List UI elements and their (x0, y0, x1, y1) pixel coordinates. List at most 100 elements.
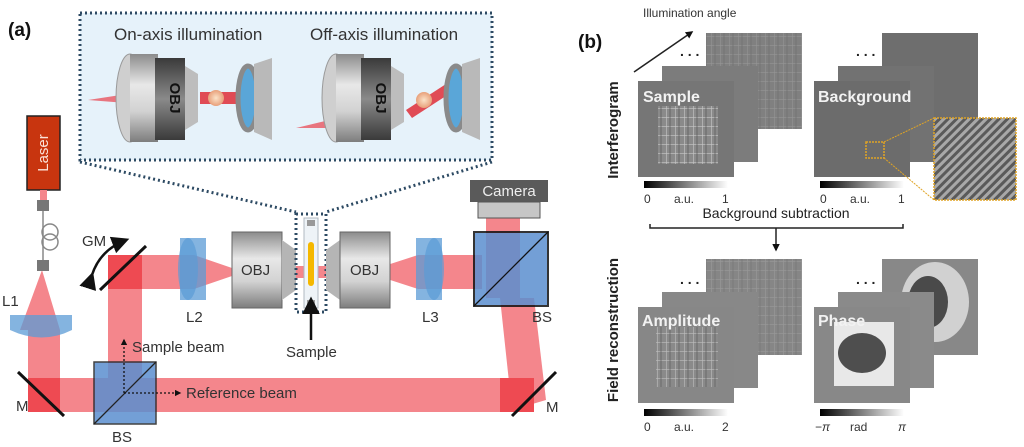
objective-left-barrel (231, 231, 283, 309)
colorbar-amplitude: 0 a.u. 2 (644, 409, 729, 434)
ellipsis-icon: . . . (680, 271, 699, 287)
galvo-mirror-label: GM (82, 233, 106, 250)
sample-holder-frame (294, 212, 328, 314)
colorbar-phase-min: −π (815, 420, 831, 434)
camera-mount (477, 201, 541, 219)
inset-off-axis-objective: OBJ (296, 53, 480, 143)
mirror-right (510, 370, 558, 418)
zoom-connector-top (883, 117, 935, 143)
lens-l1-label: L1 (2, 293, 19, 310)
sample-beam-label: Sample beam (132, 339, 225, 356)
sample-bead (208, 90, 224, 106)
colorbar-phase-unit: rad (850, 420, 867, 434)
colorbar-sample-max: 1 (722, 192, 729, 206)
colorbar-phase-max: π (898, 420, 907, 434)
sample-image-stack: Sample . . . (638, 33, 802, 177)
colorbar-sample: 0 a.u. 1 (644, 181, 729, 206)
beamsplitter-right: BS (473, 231, 552, 326)
ellipsis-icon: . . . (856, 271, 875, 287)
panel-a-label: (a) (8, 20, 31, 41)
fiber-loop-icon (41, 223, 59, 241)
camera: Camera (470, 180, 548, 219)
fringe-zoom-inset (933, 117, 1017, 201)
slide-clip-top (307, 220, 315, 226)
fiber-loop-icon (41, 233, 59, 251)
colorbar-background: 0 a.u. 1 (820, 181, 905, 206)
sample-label: Sample (286, 344, 337, 361)
lens-l2-curve (178, 238, 198, 300)
objective-left-label: OBJ (241, 262, 270, 279)
objective-left: OBJ (231, 231, 296, 309)
illumination-angle-label: Illumination angle (643, 6, 737, 20)
mirror-right-label: M (546, 399, 559, 416)
bs-left-label: BS (112, 429, 132, 446)
colorbar-gradient (820, 409, 904, 416)
phase-image-stack: Phase . . . (814, 259, 978, 403)
objective-tip (185, 66, 198, 130)
subtraction-bracket (649, 224, 904, 229)
colorbar-gradient (820, 181, 904, 188)
beam-overlap (500, 378, 534, 412)
objective-right-tip (326, 240, 340, 300)
mirror-left-label: M (16, 398, 29, 415)
objective-left-tip (282, 240, 296, 300)
beam-overlap (108, 255, 142, 289)
inset-on-axis-objective: OBJ (88, 53, 272, 143)
lens-l1-shape (10, 315, 72, 338)
colorbar-background-max: 1 (898, 192, 905, 206)
amplitude-image-stack: Amplitude . . . (638, 259, 802, 403)
colorbar-sample-min: 0 (644, 192, 651, 206)
row-interferogram-label: Interferogram (605, 81, 622, 179)
row-field-reconstruction-label: Field reconstruction (605, 258, 622, 402)
illumination-inset: On-axis illumination Off-axis illuminati… (78, 11, 494, 162)
background-image-stack: Background . . . (814, 33, 1017, 201)
beamsplitter-left: BS (93, 361, 157, 446)
colorbar-sample-unit: a.u. (674, 192, 694, 206)
inset-off-axis-title: Off-axis illumination (310, 25, 458, 44)
galvo-mirror: GM (79, 233, 148, 292)
fiber-coupler-bottom (37, 260, 49, 271)
zoom-region-box (865, 141, 885, 159)
laser-output (40, 190, 47, 200)
panel-b-label: (b) (578, 32, 602, 53)
ellipsis-icon: . . . (856, 43, 875, 59)
objective-barrel (336, 54, 364, 142)
camera-body (470, 180, 548, 202)
laser-source: Laser (26, 115, 61, 271)
sample-grid-texture (658, 106, 718, 164)
background-image-title: Background (818, 89, 911, 106)
phase-image-title: Phase (818, 313, 865, 330)
lens-l2-label: L2 (186, 309, 203, 326)
lens-l3: L3 (416, 238, 444, 326)
bs-right-label: BS (532, 309, 552, 326)
objective-right-barrel (339, 231, 391, 309)
phase-cell (838, 333, 886, 373)
rotate-arrow-icon (79, 236, 130, 292)
colorbar-background-min: 0 (820, 192, 827, 206)
background-image-front (814, 81, 910, 177)
amplitude-grid-texture (656, 327, 718, 387)
mirror-left (16, 370, 66, 418)
sample-image-title: Sample (643, 89, 700, 106)
lens-l1: L1 (2, 293, 72, 338)
colorbar-gradient (644, 409, 728, 416)
inset-connector-right (325, 160, 493, 214)
beam-l3 (378, 255, 418, 289)
ellipsis-icon: . . . (680, 43, 699, 59)
objective-right-label: OBJ (350, 262, 379, 279)
objective-barrel (130, 54, 158, 142)
background-subtraction-label: Background subtraction (702, 205, 849, 221)
inset-on-axis-title: On-axis illumination (114, 25, 262, 44)
colorbar-amplitude-max: 2 (722, 420, 729, 434)
colorbar-background-unit: a.u. (850, 192, 870, 206)
inset-obj-label-2: OBJ (372, 83, 389, 114)
objective-tip (391, 66, 404, 130)
lens-l3-curve (424, 238, 444, 300)
illumination-angle-arrow (633, 31, 694, 73)
objective-right: OBJ (326, 231, 391, 309)
camera-label: Camera (482, 183, 536, 200)
fiber-coupler-top (37, 200, 49, 211)
colorbar-gradient (644, 181, 728, 188)
condenser-housing (462, 58, 480, 140)
